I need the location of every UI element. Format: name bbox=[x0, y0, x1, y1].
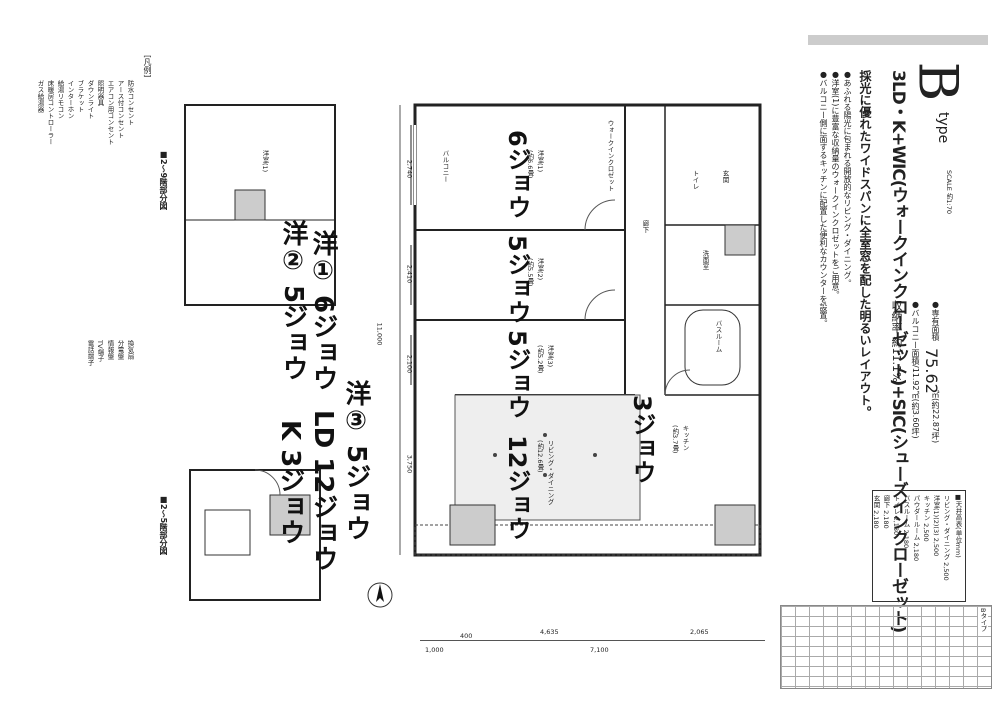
kitchen-size: (約3.7畳) bbox=[671, 425, 679, 454]
handwritten-ld: LD 12ジョウ bbox=[308, 410, 338, 572]
layout-title: 3LD・K+WIC(ウォークインクローゼット)+SIC(シューズインクローゼット… bbox=[888, 70, 908, 633]
dim-2: 2,410 bbox=[405, 264, 414, 284]
scale-label: SCALE 約1:70 bbox=[945, 170, 953, 215]
legend-list: 防水コンセント アース付コンセント エアコン用コンセント 照明器具 ダウンライト… bbox=[20, 60, 140, 620]
entrance-label: 玄関 bbox=[721, 170, 729, 183]
type-word: type bbox=[935, 112, 951, 144]
bath-label: バスルーム bbox=[714, 320, 722, 353]
corridor-label: 廊下 bbox=[641, 220, 649, 233]
partial-plan-b bbox=[189, 469, 321, 601]
legend-item: TV端子 bbox=[96, 340, 104, 362]
legend-item: 情報盤 bbox=[106, 340, 114, 360]
balcony-label: バルコニー bbox=[441, 150, 449, 183]
handwritten-room1: 洋① 6ジョウ bbox=[308, 230, 338, 392]
dim-4: 3,750 bbox=[405, 454, 414, 474]
room1-label: 洋室(1) bbox=[536, 150, 544, 173]
handwritten-n3: 5ジョウ bbox=[503, 330, 531, 419]
handwritten-n4: 12ジョウ bbox=[503, 435, 531, 541]
legend-item: 床暖房コントローラー bbox=[46, 80, 54, 145]
caption-floor-b: ■2〜5階部分図 bbox=[159, 495, 168, 556]
handwritten-room3: 洋③ 5ジョウ bbox=[341, 380, 371, 542]
ceiling-row: リビング・ダイニング 2,500 bbox=[942, 495, 950, 581]
ceiling-row: トイレ 2,180 bbox=[892, 495, 900, 536]
room2-label: 洋室(2) bbox=[536, 258, 544, 281]
ceiling-height-table: ■天井高表(単位mm) リビング・ダイニング 2,500 洋室(1)(2)(3)… bbox=[872, 490, 966, 602]
legend-item: インターホン bbox=[66, 80, 74, 119]
room1-size: (約6.6畳) bbox=[526, 150, 534, 179]
area-value: 75.62 bbox=[922, 348, 941, 394]
dim-wtotal: 7,100 bbox=[590, 646, 609, 654]
legend-title: [凡例] bbox=[143, 55, 152, 78]
handwritten-k: K 3ジョウ bbox=[275, 420, 305, 546]
ld-label: リビング・ダイニング bbox=[546, 440, 554, 505]
handwritten-n2: 5ジョウ bbox=[503, 235, 531, 324]
legend-item: アース付コンセント bbox=[116, 80, 124, 139]
bullet-2: ●洋室(1)に豊富な収納量のウォークインクロゼットをご用意。 bbox=[831, 70, 840, 299]
legend-item: 照明器具 bbox=[96, 80, 104, 106]
ceiling-table-title: ■天井高表(単位mm) bbox=[954, 493, 962, 558]
ceiling-row: 廊下 2,180 bbox=[882, 495, 890, 529]
bullet-1: ●あふれる陽光に包まれる開放的なリビング・ダイニング。 bbox=[843, 70, 852, 287]
room3-size: (約5.2畳) bbox=[536, 345, 544, 374]
ld-size: (約12.6畳) bbox=[536, 440, 544, 473]
handwritten-n1: 6ジョウ bbox=[503, 130, 531, 219]
north-arrow-icon bbox=[367, 582, 393, 608]
header-gray-band bbox=[808, 35, 988, 45]
floor-grid bbox=[780, 605, 992, 689]
balcony-area: ●バルコニー面積/11.92㎡(約3.60坪) bbox=[911, 300, 920, 439]
legend-item: ダウンライト bbox=[86, 80, 94, 119]
handwritten-room2: 洋② 5ジョウ bbox=[278, 220, 308, 382]
kitchen-label: キッチン bbox=[681, 425, 689, 451]
bullet-3: ●バルコニー側に面するキッチンに配置した便利なカウンターを設置。 bbox=[819, 70, 828, 327]
legend-item: 分電盤 bbox=[116, 340, 124, 360]
partial-plan-a bbox=[184, 104, 336, 306]
legend-item: 防水コンセント bbox=[126, 80, 134, 126]
dim-bottom-line bbox=[420, 640, 765, 641]
ceiling-row: 洋室(1)(2)(3) 2,500 bbox=[932, 495, 940, 557]
dim-w3: 400 bbox=[460, 632, 473, 640]
storage-rate: 収納率 約11.1% bbox=[890, 300, 903, 383]
ceiling-row: パウダールーム 2,180 bbox=[912, 495, 920, 562]
dim-3: 2,100 bbox=[405, 354, 414, 374]
area-label: ●専有面積 bbox=[931, 300, 940, 341]
floor-plan bbox=[399, 103, 762, 557]
floor-grid-note: Bタイプ bbox=[978, 608, 988, 632]
legend-item: ブラケット bbox=[76, 80, 84, 113]
ceiling-row: 玄関 2,180 bbox=[872, 495, 880, 529]
dim-w1: 4,635 bbox=[540, 628, 559, 636]
legend-item: エアコン用コンセント bbox=[106, 80, 114, 145]
caption-floor-a: ■2〜9階部分図 bbox=[159, 150, 168, 211]
dim-w4: 1,000 bbox=[425, 646, 444, 654]
ceiling-row: バスルーム 2,180 bbox=[902, 495, 910, 549]
ceiling-row: キッチン 2,500 bbox=[922, 495, 930, 542]
washroom-label: 洗面室 bbox=[701, 250, 709, 270]
legend-item: 給湯リモコン bbox=[56, 80, 64, 119]
wic-label: ウォークインクロゼット bbox=[606, 120, 614, 192]
dim-total: 11,000 bbox=[375, 322, 384, 346]
partial-a-room: 洋室(1) bbox=[261, 150, 269, 173]
dim-1: 2,740 bbox=[405, 159, 414, 179]
legend-item: 電話端子 bbox=[86, 340, 94, 366]
tagline: 採光に優れたワイドスパンに全室窓を配した明るいレイアウト。 bbox=[858, 70, 872, 418]
dim-w2: 2,065 bbox=[690, 628, 709, 636]
room3-label: 洋室(3) bbox=[546, 345, 554, 368]
type-letter: B bbox=[906, 61, 970, 102]
toilet-label: トイレ bbox=[691, 170, 699, 190]
legend-item: 換気扇 bbox=[126, 340, 134, 360]
legend-item: ガス給湯器 bbox=[36, 80, 44, 113]
area-unit: ㎡(約22.87坪) bbox=[931, 390, 940, 444]
room2-size: (約5.5畳) bbox=[526, 258, 534, 287]
handwritten-n5: 3ジョウ bbox=[628, 395, 656, 484]
